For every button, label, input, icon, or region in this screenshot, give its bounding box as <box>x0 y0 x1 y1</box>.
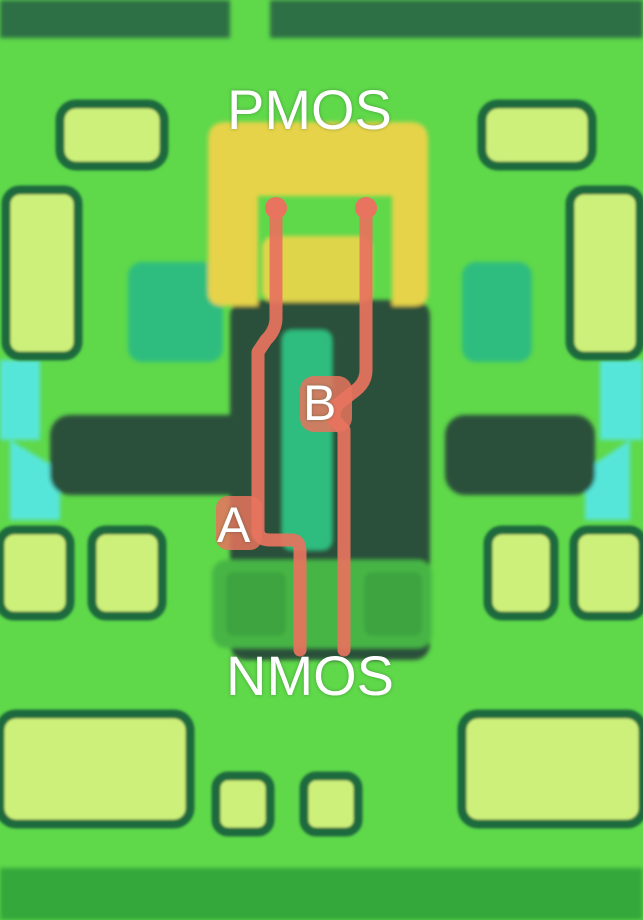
pad-mid-right-2 <box>569 525 643 621</box>
pmos-gate-pad <box>262 236 372 302</box>
pad-bottom-left <box>0 709 195 829</box>
nmos-cell-right <box>364 572 422 636</box>
pad-bottom-center-1 <box>211 771 275 837</box>
nmos-label: NMOS <box>226 644 394 707</box>
contact-b-pad <box>300 376 352 432</box>
cyan-edge-left <box>0 360 40 440</box>
pmos-label: PMOS <box>227 78 392 141</box>
dark-band-left <box>50 415 250 495</box>
pad-bottom-right <box>457 709 643 829</box>
pad-mid-left-2 <box>87 525 167 621</box>
pad-top-right <box>477 99 597 171</box>
nmos-cell-left <box>226 572 286 636</box>
top-right-bar <box>270 0 643 38</box>
bottom-rail <box>0 868 643 920</box>
dark-band-right <box>445 415 595 495</box>
cyan-edge-right <box>600 360 643 440</box>
channel-teal-strip <box>282 330 332 550</box>
pad-mid-left-1 <box>0 525 75 621</box>
pmos-metal <box>208 122 428 306</box>
contact-a-top <box>265 197 287 219</box>
input-b-label: B <box>303 375 337 431</box>
teal-well-right <box>462 262 532 362</box>
pad-mid-right-1 <box>483 525 559 621</box>
pad-left-tall <box>1 185 83 361</box>
contact-b-top <box>355 197 377 219</box>
top-left-bar <box>0 0 230 38</box>
teal-well-left <box>128 262 223 362</box>
cyan-edge-right-low <box>585 440 630 520</box>
pad-top-left <box>55 99 169 171</box>
cyan-edge-left-low <box>10 440 60 520</box>
pad-right-tall <box>565 185 643 361</box>
pad-bottom-center-2 <box>299 771 363 837</box>
input-a-label: A <box>217 497 251 553</box>
contact-a-pad <box>216 496 262 550</box>
